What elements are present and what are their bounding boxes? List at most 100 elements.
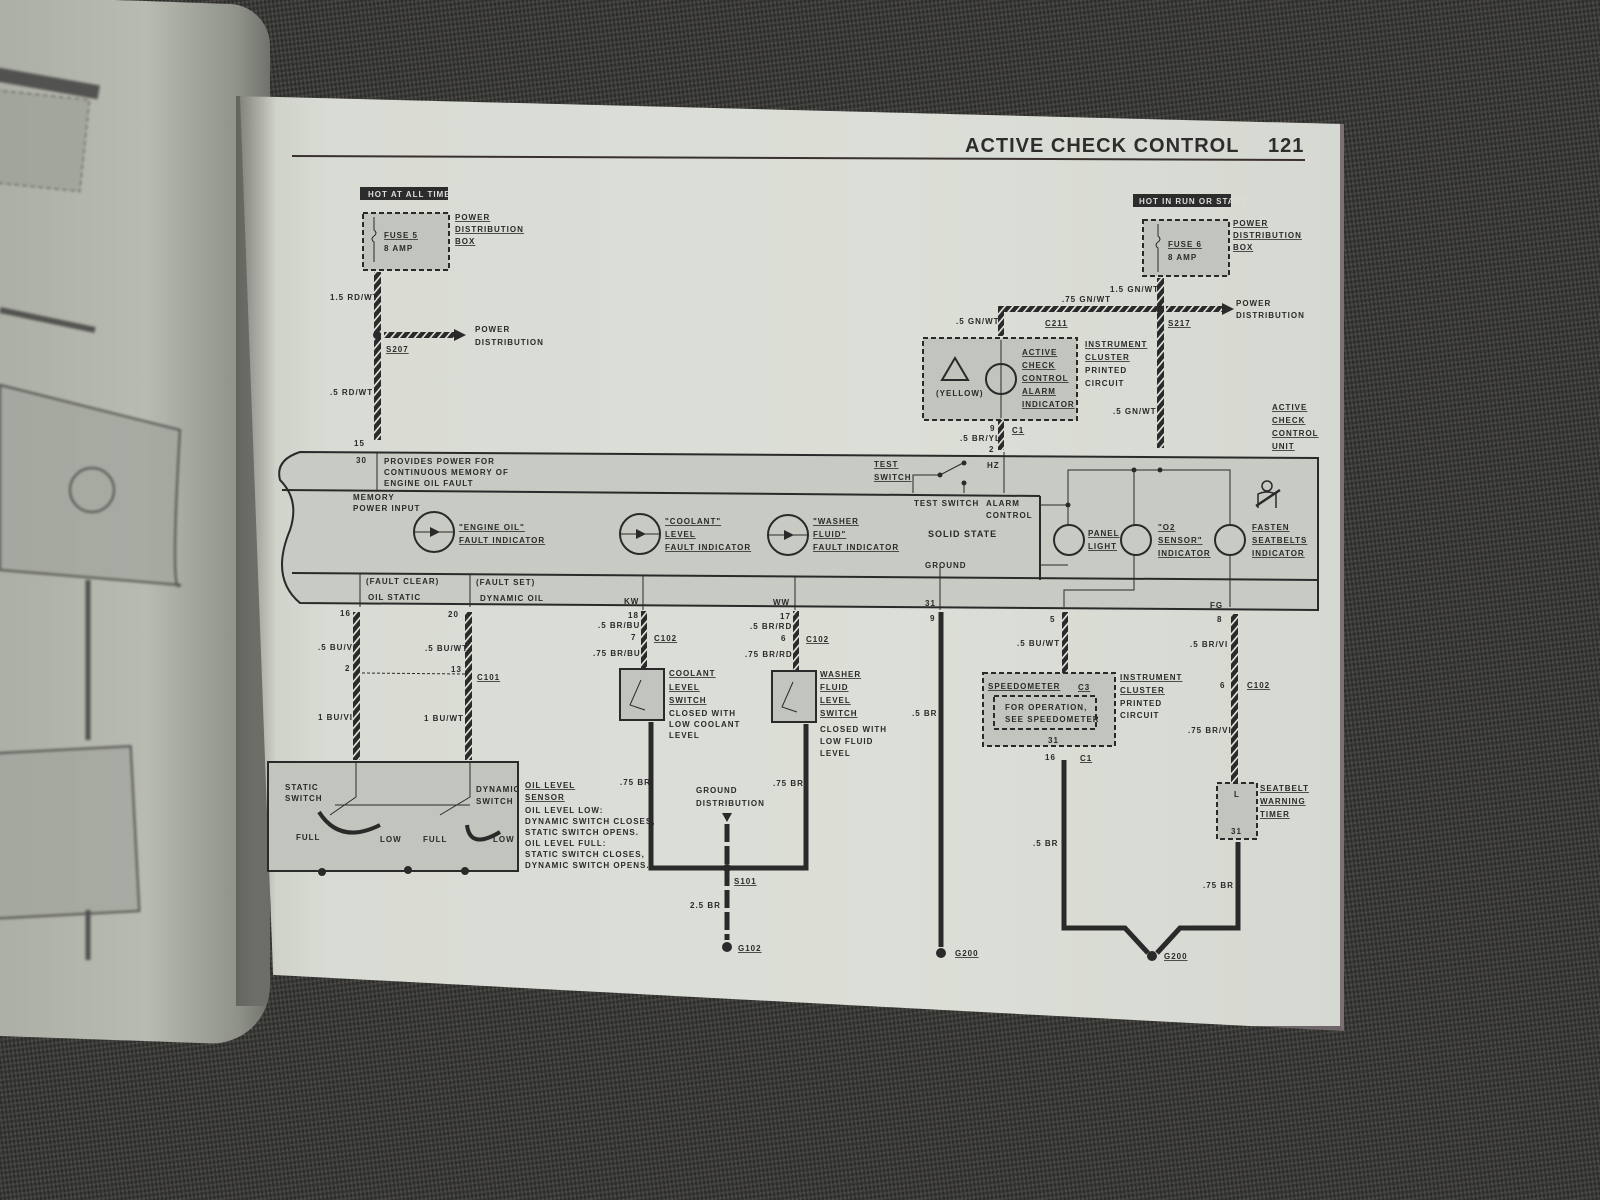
wire-br-vi [1231, 614, 1238, 782]
float-arc [317, 810, 502, 842]
connector-label: C211 [1045, 319, 1068, 328]
switch-label: SWITCH [820, 709, 858, 718]
wire-label: .5 BU/WT [1017, 639, 1060, 648]
pin-label: 13 [451, 665, 462, 674]
oil-sensor-note: STATIC SWITCH CLOSES, [525, 850, 645, 859]
lamp-label: SEATBELTS [1252, 536, 1307, 545]
splice-label: S207 [386, 345, 409, 354]
switch-note: LEVEL [669, 731, 700, 740]
box-label: POWER [1233, 219, 1268, 228]
cluster-label: INSTRUMENT [1120, 673, 1182, 682]
pin-label: 16 [340, 609, 351, 618]
switch-note: LOW FLUID [820, 737, 873, 746]
sensor-text: DYNAMIC [476, 785, 520, 794]
indicator-label: FLUID" [813, 530, 846, 539]
junction-dot [1065, 502, 1071, 508]
memory-note: CONTINUOUS MEMORY OF [384, 468, 509, 477]
oil-sensor-title: OIL LEVEL [525, 781, 575, 790]
box-label: BOX [455, 237, 475, 246]
sensor-text: SWITCH [285, 794, 323, 803]
sensor-text: LOW [493, 835, 515, 844]
pin-label: KW [624, 597, 639, 606]
wire-label: .5 BR [912, 709, 937, 718]
ground-distribution-arrow-icon [722, 813, 732, 822]
connector-link [361, 672, 466, 675]
pin-label: 6 [781, 634, 786, 643]
fault-clear: (FAULT CLEAR) [366, 577, 439, 586]
pin-label: 16 [1045, 753, 1056, 762]
unit-label: CHECK [1272, 416, 1305, 425]
ground-g102-icon [722, 942, 732, 952]
alarm-label: CONTROL [1022, 374, 1069, 383]
switch-label: WASHER [820, 670, 861, 679]
seatbelt-icon [1255, 480, 1281, 508]
alarm-control: CONTROL [986, 511, 1033, 520]
wire-br-rd [793, 611, 799, 670]
test-switch-label: TEST [874, 460, 898, 469]
speedometer-label: SPEEDOMETER [988, 682, 1060, 691]
pin-label: 31 [1048, 736, 1059, 745]
oil-static: OIL STATIC [368, 593, 421, 602]
wire-label: .75 BR [620, 778, 651, 787]
unit-label: UNIT [1272, 442, 1295, 451]
wire-gn-wt [998, 306, 1004, 336]
dist-label: DISTRIBUTION [475, 338, 544, 347]
wire-label: .5 GN/WT [956, 317, 1000, 326]
wire-rd-wt [374, 272, 381, 440]
coolant-fault-indicator: "COOLANT" LEVEL FAULT INDICATOR [619, 513, 751, 555]
connector-label: C102 [1247, 681, 1270, 690]
wire-label: .5 BR/RD [750, 622, 792, 631]
wire-label: .75 BR/BU [593, 649, 641, 658]
panel-light-lamp-icon [1053, 524, 1085, 556]
wire-label: .75 BR [1203, 881, 1234, 890]
pin-label: 30 [356, 456, 367, 465]
wire-label: 1.5 RD/WT [330, 293, 379, 302]
pin-label: L [1234, 790, 1240, 799]
sensor-text: FULL [296, 833, 320, 842]
wire-label: .75 BR/VI [1188, 726, 1232, 735]
memory-input: POWER INPUT [353, 504, 420, 513]
left-page-diagram [0, 66, 182, 960]
cluster-label: CLUSTER [1120, 686, 1165, 695]
wire-label: .5 BR [1033, 839, 1058, 848]
switch-contact [961, 460, 967, 466]
wire-label: .5 BU/WT [425, 644, 468, 653]
speedometer-note: SEE SPEEDOMETER [1005, 715, 1100, 724]
wire-gn-wt-horizontal [1001, 306, 1157, 312]
indicator-label: "COOLANT" [665, 517, 721, 526]
indicator-label: "WASHER [813, 517, 859, 526]
wire-label: .5 RD/WT [330, 388, 373, 397]
alarm-label: INDICATOR [1022, 400, 1075, 409]
timer-label: WARNING [1260, 797, 1306, 806]
splice-s101 [723, 864, 731, 872]
indicator-label: FAULT INDICATOR [665, 543, 751, 552]
oil-sensor-note: OIL LEVEL FULL: [525, 839, 606, 848]
pin-label: 20 [448, 610, 459, 619]
indicator-label: FAULT INDICATOR [459, 536, 545, 545]
lamp-label: LIGHT [1088, 542, 1117, 551]
pin-label: 6 [1220, 681, 1225, 690]
switch-icon [629, 679, 646, 711]
badge-text: HOT IN RUN OR START [1139, 197, 1247, 206]
pin-label: 7 [631, 633, 636, 642]
unit-label: CONTROL [1272, 429, 1319, 438]
wire-label: .75 BR/RD [745, 650, 793, 659]
switch-label: LEVEL [669, 683, 700, 692]
oil-sensor-note: DYNAMIC SWITCH OPENS. [525, 861, 650, 870]
lamp-label: FASTEN [1252, 523, 1290, 532]
connector-label: C101 [477, 673, 500, 682]
unit-ground: GROUND [925, 561, 967, 570]
hot-in-run-or-start-badge [1133, 194, 1231, 207]
wire-label: .5 BU/VI [318, 643, 356, 652]
o2-sensor-lamp-icon [1120, 524, 1152, 556]
oil-sensor-note: OIL LEVEL LOW: [525, 806, 603, 815]
pin-label: 9 [930, 614, 935, 623]
oil-sensor-note: DYNAMIC SWITCH CLOSES, [525, 817, 655, 826]
wire-label: .5 BR/YL [960, 434, 1001, 443]
sensor-text: SWITCH [476, 797, 514, 806]
wire-label: 2.5 BR [690, 901, 721, 910]
washer-fluid-level-switch [771, 670, 817, 723]
ground-icon [318, 868, 326, 876]
box-label: DISTRIBUTION [455, 225, 524, 234]
